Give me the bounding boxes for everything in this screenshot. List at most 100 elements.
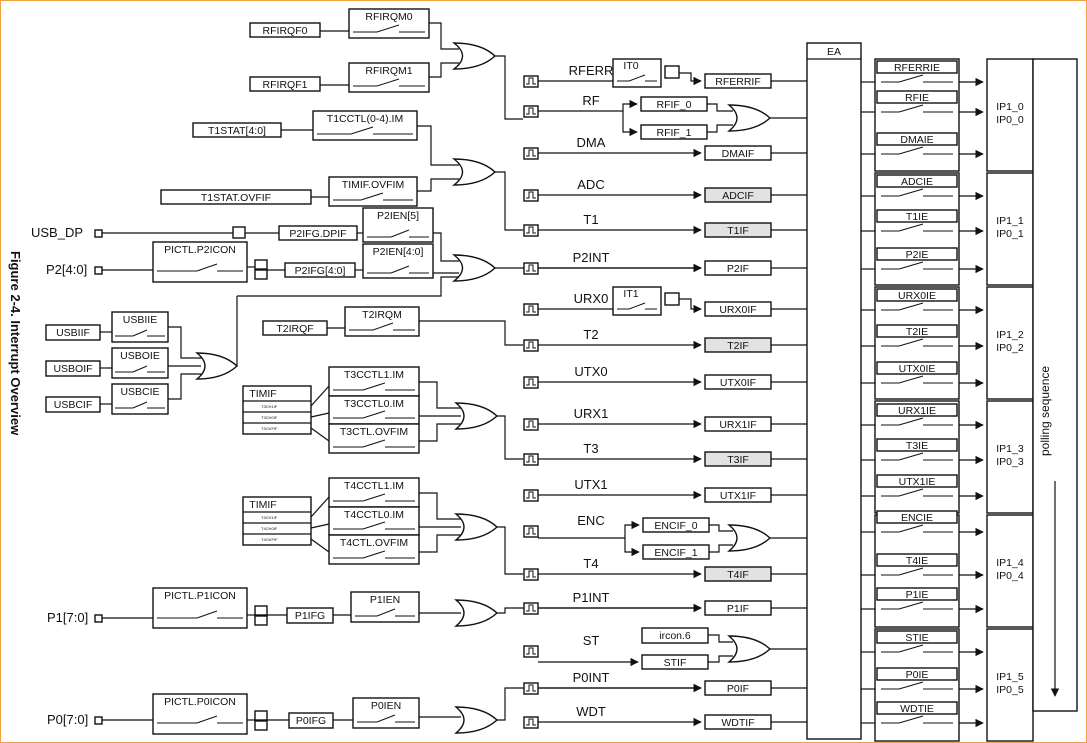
enable-switch [881,104,953,113]
rfirqm1-box [348,62,430,93]
it1-label: IT1 [623,288,638,300]
timif-t4-row: T4CH1IF [261,515,278,520]
enable-label-box [876,60,958,74]
or-gate-t1 [451,158,497,186]
ircon6-label: ircon.6 [659,630,691,642]
enable-switch [881,567,953,576]
signal-label: T3 [583,441,598,456]
signal-label: RF [582,93,599,108]
enable-label-box [876,174,958,188]
rfirqf1-box [249,76,321,92]
flag-label: DMAIF [722,148,755,160]
enable-switch [881,188,953,197]
t1statovf-label: T1STAT.OVFIF [201,192,271,204]
t2irqm-box [344,306,420,337]
enable-label: DMAIE [900,134,933,146]
p1ifg-label: P1IFG [295,610,325,622]
signal-label: DMA [577,135,606,150]
enable-label: URX0IE [898,290,936,302]
enable-label-box [876,209,958,223]
edge-detect-icon [254,720,268,731]
enable-label: UTX0IE [899,363,936,375]
usboif-label: USBOIF [53,363,92,375]
t3cctl0-box [328,395,420,425]
enable-label-box [876,132,958,146]
or-gate-rfif [727,104,772,132]
it0-label: IT0 [623,60,638,72]
enable-label: ADCIE [901,176,933,188]
or-gate-usb [195,352,239,380]
flag-label: UTX0IF [720,377,756,389]
ea-column [806,42,862,740]
enable-label-box [876,324,958,338]
signal-label: ST [583,633,600,648]
usboie-box [111,347,169,379]
enable-label-box [876,403,958,417]
flag-label: T1IF [727,225,749,237]
t4ctl-label: T4CTL.OVFIM [340,537,408,549]
pin-p1-pad [94,614,103,623]
timif-t3-box [242,385,312,435]
p1ien-box [350,591,420,623]
usbcie-box [111,383,169,415]
enable-label: UTX1IE [899,476,936,488]
enable-label-box [876,288,958,302]
enable-label-box [876,553,958,567]
usboie-label: USBOIE [120,350,160,362]
t1cctl-label: T1CCTL(0-4).IM [327,113,403,125]
p2ien5-box [362,207,434,243]
enable-label: STIE [905,632,928,644]
timif-ovfim-box [328,176,418,207]
enable-label: WDTIE [900,703,934,715]
edge-detect-icon [254,269,268,280]
p2ien5-label: P2IEN[5] [377,210,419,222]
t2irqf-label: T2IRQF [276,323,313,335]
flag-label: WDTIF [721,717,754,729]
enable-group [874,286,960,400]
enable-switch [881,146,953,155]
pin-p0-pad [94,716,103,725]
enable-switch [881,302,953,311]
enable-label-box [876,630,958,644]
p0ien-label: P0IEN [371,700,401,712]
t3cctl1-label: T3CCTL1.IM [344,369,404,381]
rfirqf0-label: RFIRQF0 [263,25,308,37]
priority-ip1: IP1_1 [996,215,1024,227]
flag-label: T2IF [727,340,749,352]
t3cctl0-label: T3CCTL0.IM [344,398,404,410]
enable-switch [881,417,953,426]
rfirqm1-label: RFIRQM1 [365,65,412,77]
enable-switch [881,488,953,497]
rfirqm0-label: RFIRQM0 [365,11,412,23]
enable-switch [881,375,953,384]
enable-label: RFIE [905,92,929,104]
priority-group [986,514,1034,628]
timif-t3-label: TIMIF [249,388,276,400]
enable-switch [881,601,953,610]
pin-p2: P2[4:0] [46,262,87,277]
enable-group [874,58,960,172]
t1stat-label: T1STAT[4:0] [208,125,266,137]
signal-label: URX1 [574,406,609,421]
t3ctl-box [328,423,420,454]
edge-detect-icon [254,615,268,626]
encif1-label: ENCIF_1 [654,547,697,559]
priority-ip1: IP1_2 [996,329,1024,341]
priority-ip0: IP0_5 [996,684,1024,696]
p2ifg-dpif-label: P2IFG.DPIF [289,228,346,240]
pulse-icon [523,525,539,538]
rfif1-label: RFIF_1 [656,127,691,139]
rfirqf1-label: RFIRQF1 [263,79,308,91]
signal-label: T4 [583,556,598,571]
enable-label: T3IE [906,440,928,452]
enable-label-box [876,247,958,261]
switch-symbol [353,24,425,33]
enable-group [874,514,960,628]
enable-switch [881,338,953,347]
priority-ip0: IP0_0 [996,114,1024,126]
timif-t4-row: T4CH0IF [261,526,278,531]
p2ien40-box [362,243,434,279]
signal-label: T1 [583,212,598,227]
flag-label: UTX1IF [720,490,756,502]
enable-switch [881,74,953,83]
